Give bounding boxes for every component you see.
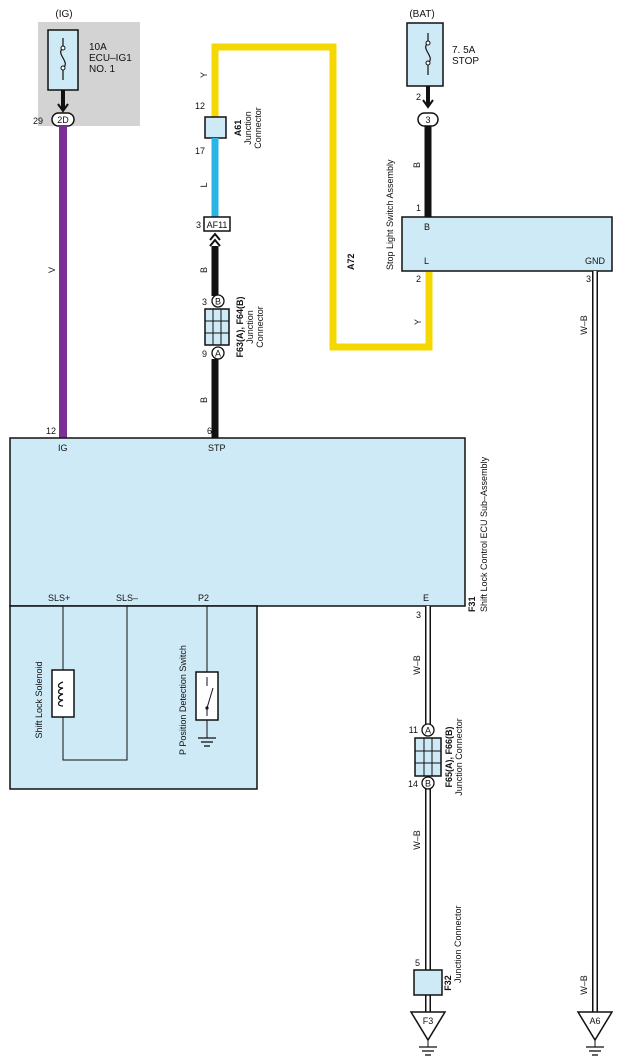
fuse-icon (47, 29, 79, 91)
f65-letter-bottom: B (425, 779, 431, 789)
ecu-sub-box (9, 605, 258, 790)
bat-source-label: (BAT) (409, 9, 434, 20)
bat-fuse-name: STOP (452, 56, 479, 67)
ig-fuse-name: ECU–IG1 (89, 53, 132, 64)
ecu-code: F31 (467, 596, 477, 612)
ig-source-label: (IG) (55, 9, 72, 20)
f65-letter-top: A (425, 726, 431, 736)
stop-light-switch-group: B L GND A72 Stop Light Switch Assembly 2… (346, 159, 613, 284)
ground-f3: F3 (409, 1011, 447, 1056)
f65-name: Junction Connector (454, 718, 464, 796)
ecu-pin-ig: 12 (46, 426, 56, 436)
ig-fuse-rating: 10A (89, 42, 107, 53)
f63-pin-bottom: 9 (202, 349, 207, 359)
ecu-pin-stp: 6 (207, 426, 212, 436)
stop-term-gnd: GND (585, 256, 606, 266)
ecu-name: Shift Lock Control ECU Sub–Assembly (479, 456, 489, 612)
wire-label-wb2: W–B (579, 315, 589, 335)
solenoid-wiring (62, 606, 128, 761)
wire-label-l: L (199, 182, 209, 187)
ecu-term-p2: P2 (198, 593, 209, 603)
stop-pin-b: 1 (416, 203, 421, 213)
stop-term-b: B (424, 222, 430, 232)
stop-switch-box (401, 216, 613, 272)
bat-fuse-rating: 7. 5A (452, 45, 476, 56)
f32-pin: 5 (415, 958, 420, 968)
bat-connector-id: 3 (425, 115, 430, 125)
solenoid-label: Shift Lock Solenoid (34, 661, 44, 738)
a61-pin-top: 12 (195, 101, 205, 111)
fuse-icon (406, 22, 444, 87)
wire-label-y1: Y (199, 72, 209, 78)
wire-label-y2: Y (413, 319, 423, 325)
f63-letter-top: B (215, 297, 221, 307)
wire-label-b1: B (199, 267, 209, 273)
connector-icon (204, 116, 227, 139)
wire-label-wb4: W–B (579, 975, 589, 995)
ecu-box (9, 437, 466, 607)
wire-label-wb1: W–B (412, 655, 422, 675)
af11-pin: 3 (196, 220, 201, 230)
f65-connector-group: 11 A 14 B F65(A), F66(B) Junction Connec… (408, 718, 464, 796)
wire-label-v: V (47, 267, 57, 273)
p-switch-label: P Position Detection Switch (178, 645, 188, 755)
f63-name2: Connector (255, 306, 265, 348)
a61-code: A61 (233, 120, 243, 137)
af11-connector-group: 3 AF11 (196, 216, 231, 247)
stop-term-l: L (424, 256, 429, 266)
stop-pin-l: 2 (416, 274, 421, 284)
f65-pin-top: 11 (409, 725, 418, 735)
ground-f3-label: F3 (423, 1016, 434, 1026)
ground-a6-label: A6 (589, 1016, 600, 1026)
connector-icon (414, 737, 442, 777)
ecu-term-sls-plus: SLS+ (48, 593, 70, 603)
connector-icon (204, 308, 230, 346)
connector-icon (203, 216, 231, 232)
ig-fuse-name2: NO. 1 (89, 64, 116, 75)
a61-pin-bottom: 17 (195, 146, 205, 156)
ig-connector-id: 2D (57, 115, 69, 125)
f32-name: Junction Connector (453, 905, 463, 983)
bat-fuse-group: (BAT) 7. 5A STOP 2 3 (406, 9, 479, 127)
coil-icon (51, 669, 75, 718)
f63-connector-group: 3 B 9 A F63(A), F64(B) Junction Connecto… (202, 294, 265, 360)
bat-pin-number: 2 (416, 92, 421, 102)
ecu-term-stp: STP (208, 443, 226, 453)
f65-pin-bottom: 14 (408, 779, 418, 789)
f63-code: F63(A), F64(B) (235, 296, 245, 357)
switch-icon (195, 671, 219, 721)
ground-icon (409, 1011, 447, 1042)
f63-pin-top: 3 (202, 297, 207, 307)
wire-label-wb3: W–B (412, 830, 422, 850)
f63-letter-bottom: A (215, 349, 221, 359)
ground-icon (198, 737, 216, 747)
af11-id: AF11 (207, 220, 228, 230)
ecu-term-sls-minus: SLS– (116, 593, 138, 603)
stop-switch-name: Stop Light Switch Assembly (385, 159, 395, 270)
wire-label-b2: B (199, 397, 209, 403)
ecu-pin-e: 3 (416, 610, 421, 620)
ig-pin-number: 29 (33, 116, 43, 126)
a61-name2: Connector (253, 107, 263, 149)
stop-pin-gnd: 3 (586, 274, 591, 284)
f32-connector-group: 5 F32 Junction Connector (413, 905, 463, 996)
ground-a6: A6 (576, 1011, 614, 1056)
f65-code: F65(A), F66(B) (444, 726, 454, 787)
ecu-term-ig: IG (58, 443, 68, 453)
ground-icon (576, 1011, 614, 1042)
yellow-wire (211, 43, 433, 351)
wire-label-b3: B (412, 162, 422, 168)
stop-switch-code: A72 (346, 253, 356, 270)
ig-fuse-group: (IG) 10A ECU–IG1 NO. 1 29 2D (33, 9, 140, 127)
a61-connector-group: 12 17 A61 Junction Connector (195, 101, 263, 156)
a61-name: Junction (243, 111, 253, 145)
ecu-group: 12 6 IG STP SLS+ SLS– P2 E F31 Shift Loc… (9, 426, 489, 790)
ecu-term-e: E (423, 593, 429, 603)
connector-icon (413, 969, 443, 996)
f63-name: Junction (245, 310, 255, 344)
f32-code: F32 (443, 975, 453, 991)
